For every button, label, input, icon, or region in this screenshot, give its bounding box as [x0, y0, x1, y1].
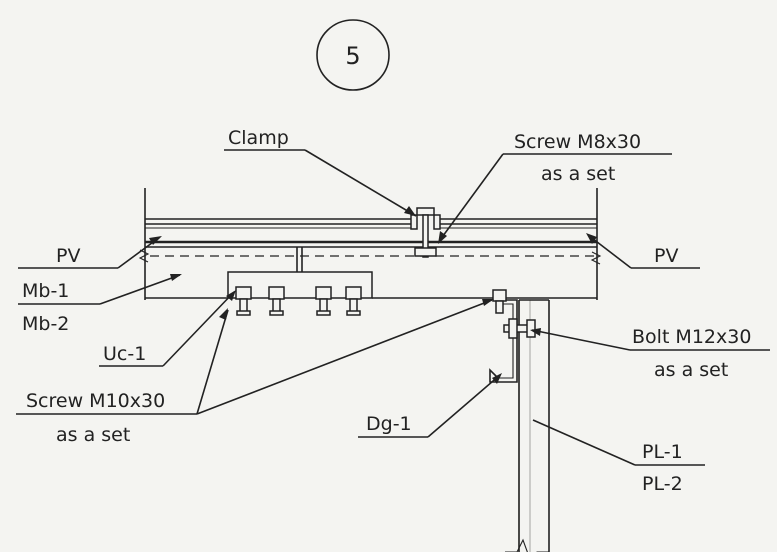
- label-screw-m10: Screw M10x30: [26, 390, 165, 412]
- screw-m8-nut: [414, 247, 437, 257]
- label-clamp: Clamp: [228, 127, 289, 149]
- pv-panel: [145, 218, 597, 248]
- leader-lines: [16, 149, 770, 466]
- detail-number: 5: [345, 42, 360, 70]
- m10-screw: [315, 286, 332, 316]
- bolt-m12: [503, 318, 536, 339]
- m10-screw: [345, 286, 362, 316]
- dg-bracket: [489, 289, 518, 383]
- label-screw-m8: Screw M8x30: [514, 131, 641, 153]
- detail-marker: 5: [316, 19, 390, 91]
- label-mb1: Mb-1: [22, 280, 69, 302]
- label-mb2: Mb-2: [22, 313, 69, 335]
- label-pv-left: PV: [56, 245, 80, 267]
- clamp-assembly: [410, 207, 441, 258]
- post-plate: [505, 300, 550, 552]
- m10-screw-bracket: [492, 289, 507, 302]
- label-pl1: PL-1: [642, 441, 683, 463]
- label-bolt-m12: Bolt M12x30: [632, 326, 751, 348]
- label-pl2: PL-2: [642, 473, 683, 495]
- label-screw-m10-set: as a set: [56, 424, 130, 446]
- mounting-beam: [138, 247, 602, 299]
- label-pv-right: PV: [654, 245, 678, 267]
- label-screw-m8-set: as a set: [541, 163, 615, 185]
- label-dg1: Dg-1: [366, 413, 412, 435]
- m10-screw: [235, 286, 252, 316]
- labels: Clamp Screw M8x30 as a set PV PV Mb-1 Mb…: [22, 127, 751, 495]
- label-bolt-m12-set: as a set: [654, 359, 728, 381]
- m10-screw: [268, 286, 285, 316]
- screw-m8-shank: [422, 214, 429, 258]
- label-uc1: Uc-1: [103, 343, 146, 365]
- detail-circle: [316, 19, 390, 91]
- m10-screws: [235, 286, 362, 316]
